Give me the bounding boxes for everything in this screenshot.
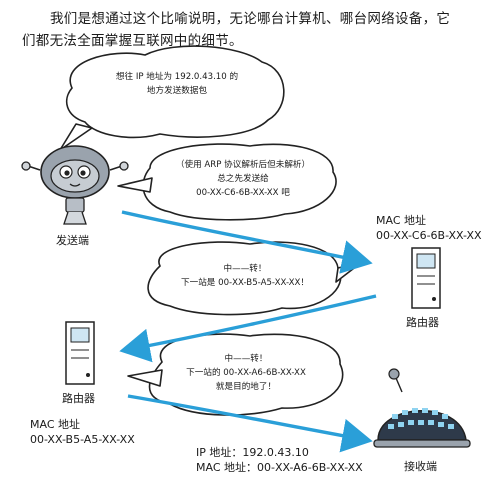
bubble-1-tail [59,123,93,151]
router-right-mac-label: MAC 地址 [376,214,426,227]
receiver-label: 接收端 [404,460,437,473]
intro-line-2: 们都无法全面掌握互联网中的细节。 [22,33,243,49]
intro-paragraph: 我们是想通过这个比喻说明，无论哪台计算机、哪台网络设备，它 们都无法全面掌握互联… [22,8,482,52]
arrow-router-to-router [119,294,377,363]
sender-robot-icon [21,145,129,225]
bubble-1-line-2: 地方发送数据包 [146,86,208,96]
receiver-mac-line: MAC 地址：00-XX-A6-6B-XX-XX [196,461,363,474]
bubble-3-line-1: 中——转！ [223,264,267,274]
bubble-4-tail [127,369,163,387]
bubble-4-line-1: 中——转！ [224,354,268,364]
router-left-mac-label: MAC 地址 [30,418,80,431]
bubble-3-text: 中——转！ 下一站是 00-XX-B5-A5-XX-XX！ [160,262,330,290]
router-right-icon [411,247,441,309]
sender-label: 发送端 [56,234,89,247]
bubble-3-tail [335,261,363,283]
router-right-label: 路由器 [406,316,439,329]
router-left-label: 路由器 [62,392,95,405]
receiver-robot-icon [373,368,471,448]
router-left-icon [65,321,95,385]
bubble-1-line-1: 想往 IP 地址为 192.0.43.10 的 [115,72,239,82]
bubble-4-line-3: 就是目的地了！ [215,382,277,392]
bubble-2-line-2: 总之先发送给 [217,174,269,184]
bubble-2-line-1: （使用 ARP 协议解析后但未解析） [175,160,311,170]
bubble-3-line-2: 下一站是 00-XX-B5-A5-XX-XX！ [181,278,309,288]
bubble-2-text: （使用 ARP 协议解析后但未解析） 总之先发送给 00-XX-C6-6B-XX… [158,158,328,200]
bubble-1-text: 想往 IP 地址为 192.0.43.10 的 地方发送数据包 [102,70,252,98]
speech-bubble-3 [147,241,342,316]
bubble-2-line-3: 00-XX-C6-6B-XX-XX 吧 [196,188,290,198]
bubble-2-tail [117,177,153,193]
intro-line-1: 我们是想通过这个比喻说明，无论哪台计算机、哪台网络设备，它 [50,11,451,27]
bubble-4-line-2: 下一站的 00-XX-A6-6B-XX-XX [186,368,306,378]
arrow-sender-to-router [121,210,373,274]
speech-bubble-2 [142,143,337,221]
arrow-router-to-receiver [127,394,373,453]
bubble-4-text: 中——转！ 下一站的 00-XX-A6-6B-XX-XX 就是目的地了！ [160,352,332,394]
receiver-ip-line: IP 地址：192.0.43.10 [196,446,309,459]
router-left-mac-value: 00-XX-B5-A5-XX-XX [30,433,135,446]
router-right-mac-value: 00-XX-C6-6B-XX-XX [376,229,482,242]
